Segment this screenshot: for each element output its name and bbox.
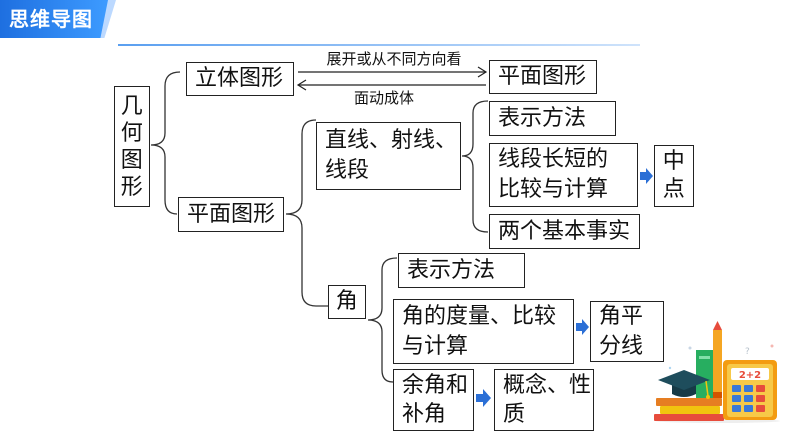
title-underline — [118, 44, 640, 46]
calculator-key — [756, 385, 765, 392]
school-supplies-illustration: ? ? 2+2 — [654, 321, 780, 423]
arrow-to-concept — [476, 389, 491, 407]
calculator-key — [744, 395, 753, 402]
node-plane-figures: 平面图形 — [178, 197, 284, 232]
unfold-arrow-head — [477, 66, 488, 78]
node-midpoint: 中点 — [654, 145, 694, 207]
node-angle-bisector: 角平分线 — [590, 301, 664, 362]
book-label — [699, 356, 710, 359]
calculator-key — [732, 395, 741, 402]
pencil-icon — [713, 321, 722, 398]
decor-dot — [770, 344, 774, 348]
node-angle-notation: 表示方法 — [398, 253, 525, 288]
node-segment-comparison: 线段长短的比较与计算 — [489, 143, 638, 207]
calculator-icon: 2+2 — [723, 360, 777, 420]
node-angle-notation-label: 表示方法 — [407, 257, 496, 283]
cap-tassel — [705, 380, 709, 397]
node-geometric-figures-label: 几何图形 — [120, 93, 143, 200]
node-plane-figures-label: 平面图形 — [187, 201, 276, 227]
node-midpoint-label: 中点 — [662, 149, 685, 202]
book — [654, 414, 724, 421]
arrow-to-midpoint — [640, 168, 653, 184]
pencil-tip — [713, 321, 722, 330]
question-mark-icon: ? — [745, 347, 750, 357]
node-concept-properties: 概念、性质 — [494, 369, 594, 431]
graduation-cap-icon — [658, 370, 710, 399]
node-solid-figures: 立体图形 — [186, 62, 294, 96]
face-to-solid-label: 面动成体 — [353, 89, 414, 107]
face-to-solid-arrow-head — [296, 79, 307, 91]
node-concept-properties-label: 概念、性质 — [503, 373, 592, 427]
node-angle-measurement: 角的度量、比较与计算 — [393, 299, 574, 364]
cap-tassel-end — [706, 395, 710, 399]
node-lines-rays-segments: 直线、射线、线段 — [316, 122, 461, 190]
node-solid-figures-label: 立体图形 — [195, 66, 284, 91]
calculator-key — [732, 385, 741, 392]
arrow-to-bisector — [576, 319, 589, 335]
pencil-end — [713, 392, 722, 398]
node-lines-notation-label: 表示方法 — [498, 105, 587, 131]
title-ribbon — [0, 0, 108, 38]
calculator-key — [744, 405, 753, 412]
node-angle-bisector-label: 角平分线 — [599, 303, 644, 359]
book-stack-icon — [654, 398, 724, 421]
node-angle-label: 角 — [335, 289, 358, 314]
brace-lines — [461, 100, 489, 233]
node-complementary-supplementary-label: 余角和补角 — [402, 373, 469, 427]
calculator-key — [732, 405, 741, 412]
node-plane-figures-target: 平面图形 — [489, 60, 597, 94]
book — [660, 406, 720, 414]
pencil-body — [713, 330, 722, 398]
brace-plane-figures — [285, 119, 328, 307]
book-cover — [696, 350, 713, 398]
node-angle: 角 — [328, 285, 366, 319]
node-geometric-figures: 几何图形 — [114, 86, 150, 207]
book — [656, 398, 722, 406]
unfold-label: 展开或从不同方向看 — [326, 50, 462, 68]
node-complementary-supplementary: 余角和补角 — [393, 369, 474, 431]
node-basic-facts-label: 两个基本事实 — [498, 218, 631, 244]
calculator-screen — [731, 368, 769, 380]
calculator-key — [756, 405, 765, 412]
standing-book-icon — [696, 350, 713, 398]
cap-top — [658, 370, 710, 390]
decor-dot — [688, 346, 692, 350]
node-plane-figures-target-label: 平面图形 — [498, 64, 587, 89]
node-segment-comparison-label: 线段长短的比较与计算 — [498, 147, 609, 202]
calculator-key — [756, 395, 765, 402]
brace-geometric-figures — [150, 71, 181, 215]
node-lines-notation: 表示方法 — [489, 101, 616, 136]
calculator-display: 2+2 — [739, 370, 761, 381]
calculator-key — [744, 385, 753, 392]
brace-angle — [367, 257, 398, 383]
node-lines-rays-segments-label: 直线、射线、线段 — [325, 128, 458, 183]
node-basic-facts: 两个基本事实 — [489, 214, 640, 249]
node-angle-measurement-label: 角的度量、比较与计算 — [402, 303, 557, 359]
page-title: 思维导图 — [9, 7, 93, 31]
decor-dot — [668, 366, 672, 370]
